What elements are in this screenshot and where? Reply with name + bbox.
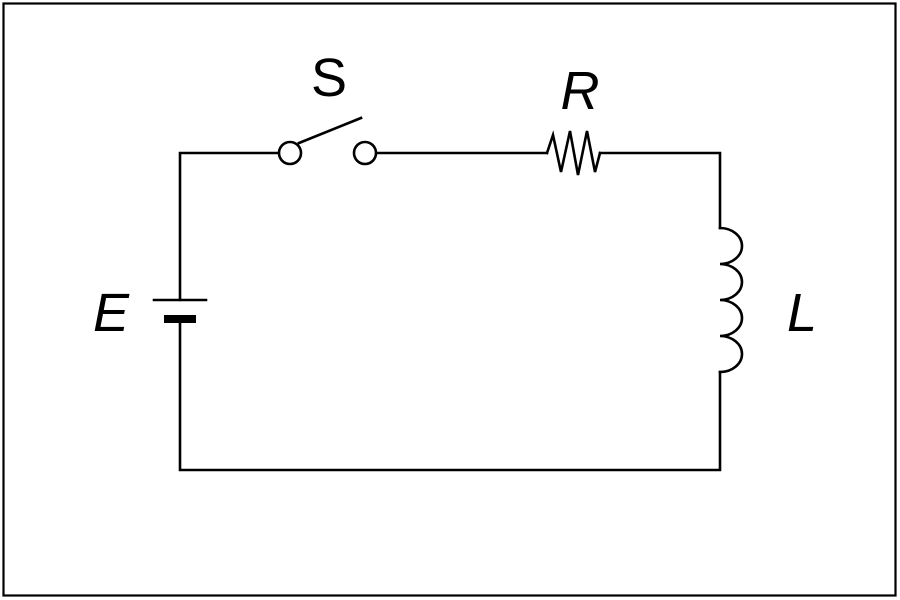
circuit-wires <box>178 151 722 472</box>
inductor-label: L <box>787 283 817 343</box>
switch-label: S <box>311 48 347 108</box>
resistor-symbol <box>545 130 602 176</box>
inductor-coil <box>718 226 744 374</box>
switch-lever <box>297 116 363 145</box>
inductor-symbol <box>718 226 744 374</box>
battery-symbol <box>152 298 208 323</box>
switch-left-terminal <box>277 140 303 166</box>
wire-bottom-loop <box>178 320 722 472</box>
battery-short-plate <box>164 315 196 323</box>
wire-top-left <box>178 151 280 302</box>
wire-top-right <box>598 151 722 230</box>
resistor-label: R <box>561 61 600 121</box>
switch-symbol <box>277 116 378 166</box>
battery-label: E <box>93 283 130 343</box>
resistor-zigzag <box>545 130 602 176</box>
switch-right-terminal <box>352 140 378 166</box>
